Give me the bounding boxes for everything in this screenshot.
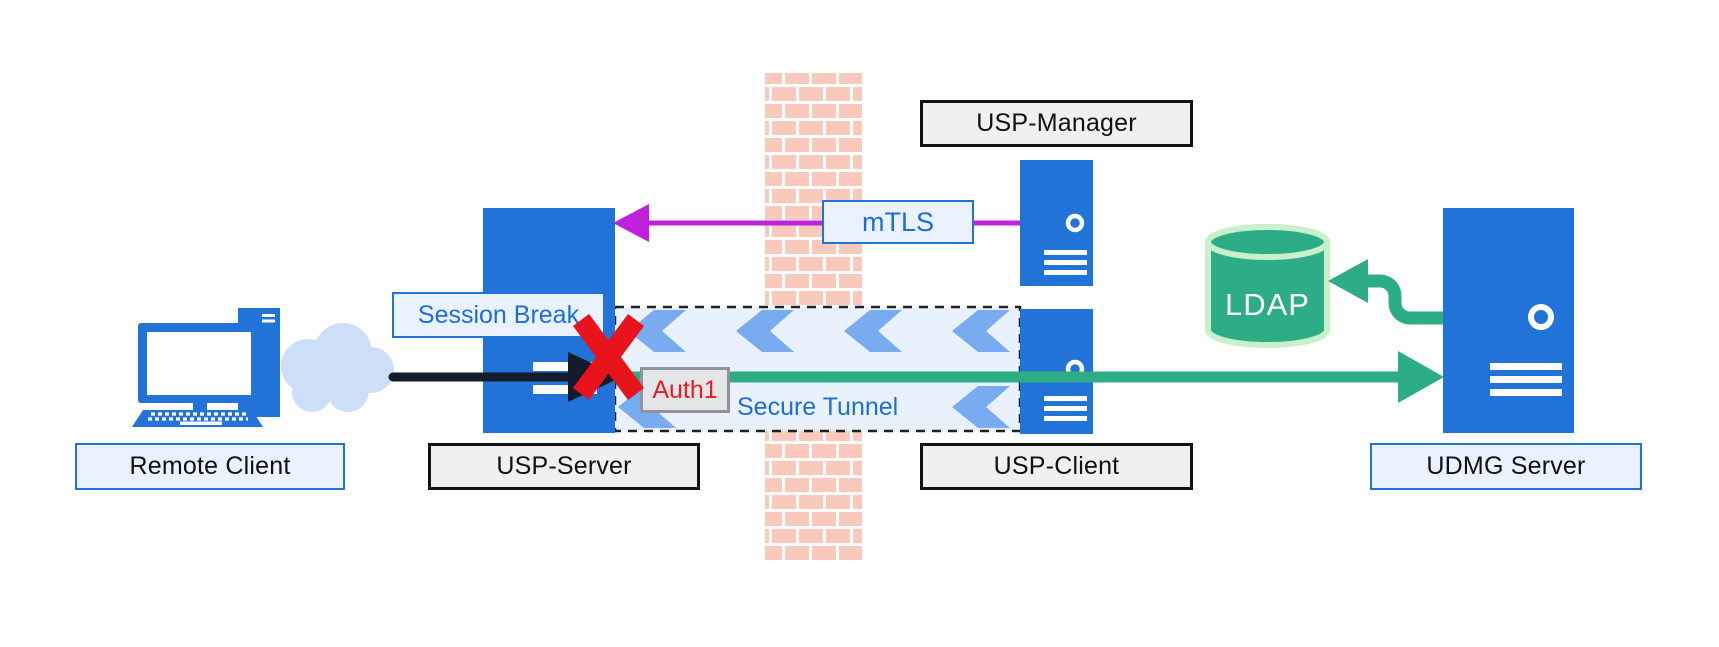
session-break-x-icon <box>572 314 645 400</box>
usp-client-label: USP-Client <box>920 443 1193 490</box>
tunnel-chevron-icons <box>618 310 1010 428</box>
usp-manager-icon <box>1020 160 1093 286</box>
usp-manager-label: USP-Manager <box>920 100 1193 147</box>
cloud-icon <box>281 323 394 412</box>
ldap-database-icon <box>1205 224 1330 348</box>
ldap-caption: LDAP <box>1225 287 1310 322</box>
auth1-badge: Auth1 <box>640 367 730 413</box>
udmg-server-icon <box>1443 208 1574 433</box>
remote-client-icon <box>132 308 280 427</box>
ldap-lookup-arrow <box>1328 259 1443 325</box>
udmg-server-label: UDMG Server <box>1370 443 1642 490</box>
green-data-flow-arrow <box>615 351 1444 403</box>
session-break-note: Session Break <box>392 292 605 338</box>
secure-tunnel-caption: Secure Tunnel <box>737 393 899 421</box>
remote-client-label: Remote Client <box>75 443 345 490</box>
usp-server-label: USP-Server <box>428 443 700 490</box>
mtls-note: mTLS <box>822 200 974 244</box>
